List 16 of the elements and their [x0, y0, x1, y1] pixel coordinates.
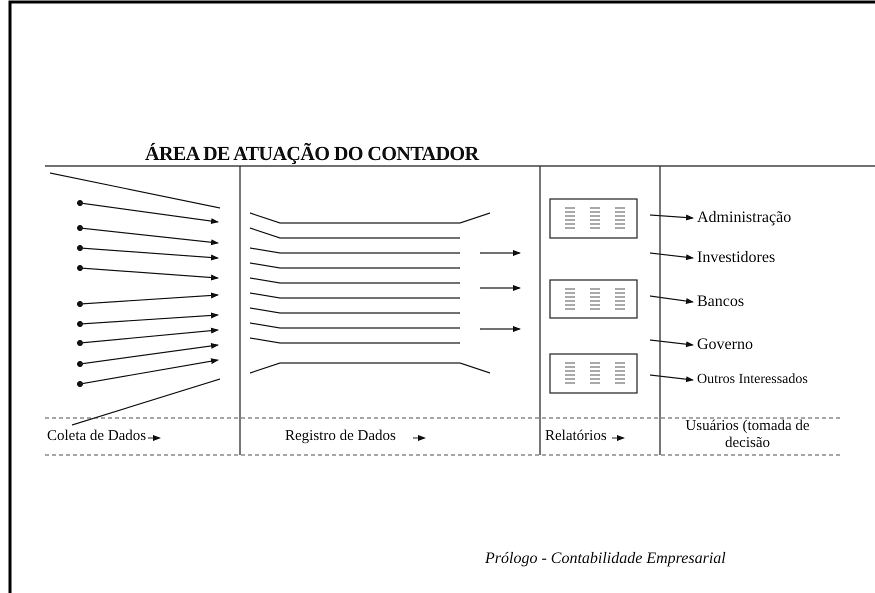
- user-label: Governo: [697, 335, 753, 355]
- arrow: [650, 214, 694, 220]
- arrow: [650, 339, 694, 348]
- user-label: Outros Interessados: [697, 370, 808, 390]
- column-label: Usuários (tomada de decisão: [685, 418, 810, 452]
- arrow: [650, 252, 694, 260]
- column-label: Relatórios: [545, 428, 607, 445]
- user-label: Administração: [697, 208, 792, 228]
- user-label: Investidores: [697, 248, 776, 268]
- column-label: Coleta de Dados: [47, 428, 146, 445]
- column-label: Registro de Dados: [285, 428, 396, 445]
- caption: Prólogo - Contabilidade Empresarial: [485, 550, 726, 568]
- arrow: [650, 295, 694, 304]
- arrow: [650, 374, 694, 382]
- user-label: Bancos: [697, 292, 744, 312]
- diagram-title: ÁREA DE ATUAÇÃO DO CONTADOR: [145, 143, 479, 166]
